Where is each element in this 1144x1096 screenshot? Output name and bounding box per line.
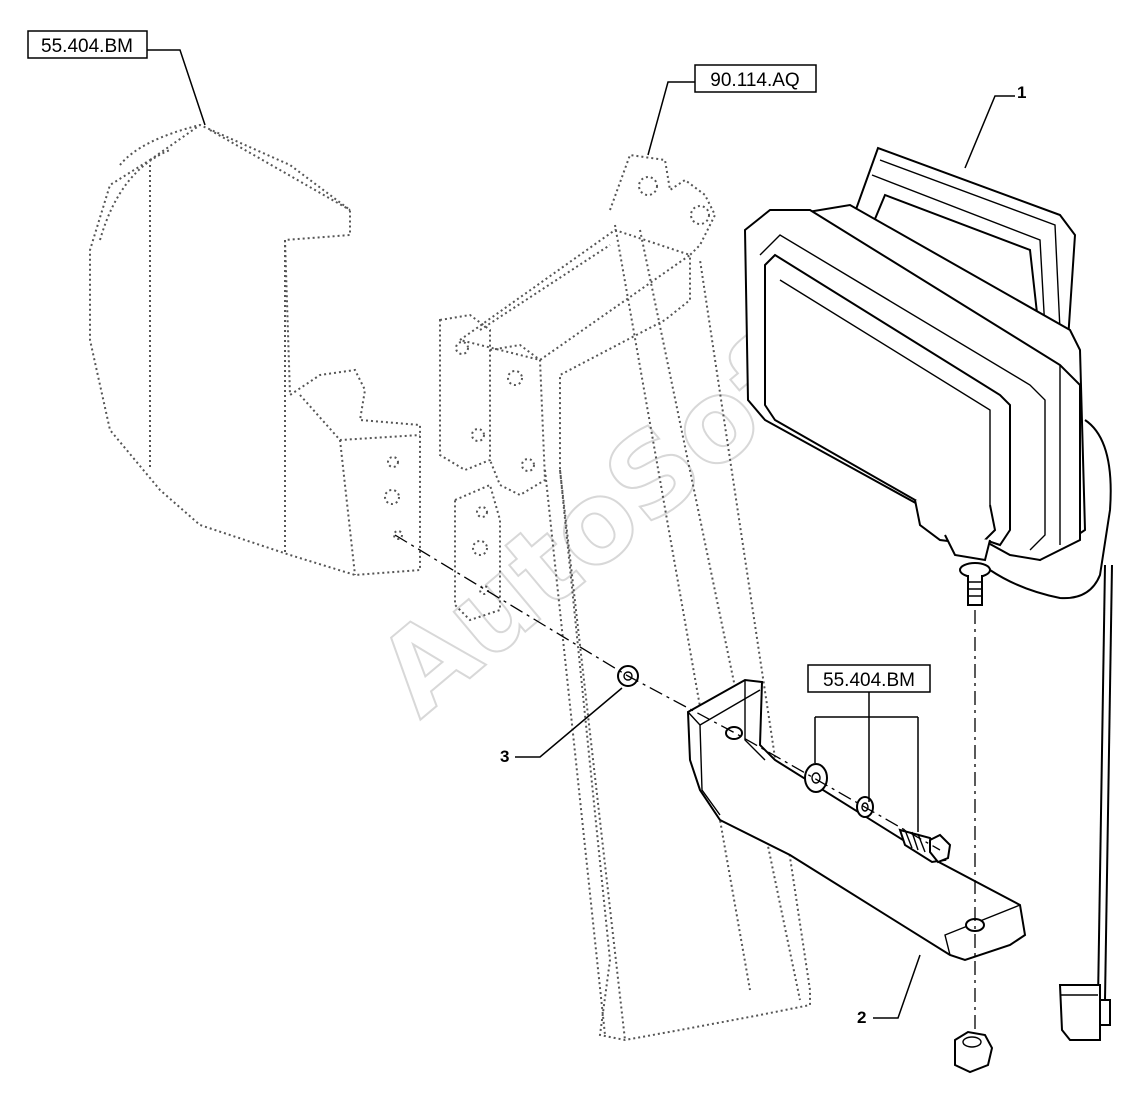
ref-label-top-center: 90.114.AQ <box>710 70 799 91</box>
rear-lamp-outline <box>89 123 421 577</box>
ref-box-hardware: 55.404.BM <box>807 664 931 832</box>
callout-1: 1 <box>964 83 1026 169</box>
ref-label-top-left: 55.404.BM <box>41 36 133 57</box>
callout-number-3: 3 <box>500 747 509 766</box>
callout-3: 3 <box>500 687 623 766</box>
callout-number-1: 1 <box>1017 83 1026 102</box>
ref-box-top-left: 55.404.BM <box>27 30 206 126</box>
bracket <box>686 678 1027 962</box>
ref-label-hardware: 55.404.BM <box>823 670 915 691</box>
work-light <box>743 146 1113 1041</box>
callout-number-2: 2 <box>857 1008 866 1027</box>
center-lines <box>394 534 976 1030</box>
cab-post-outline <box>439 153 811 1042</box>
callout-2: 2 <box>857 954 921 1027</box>
ref-box-top-center: 90.114.AQ <box>647 64 817 156</box>
